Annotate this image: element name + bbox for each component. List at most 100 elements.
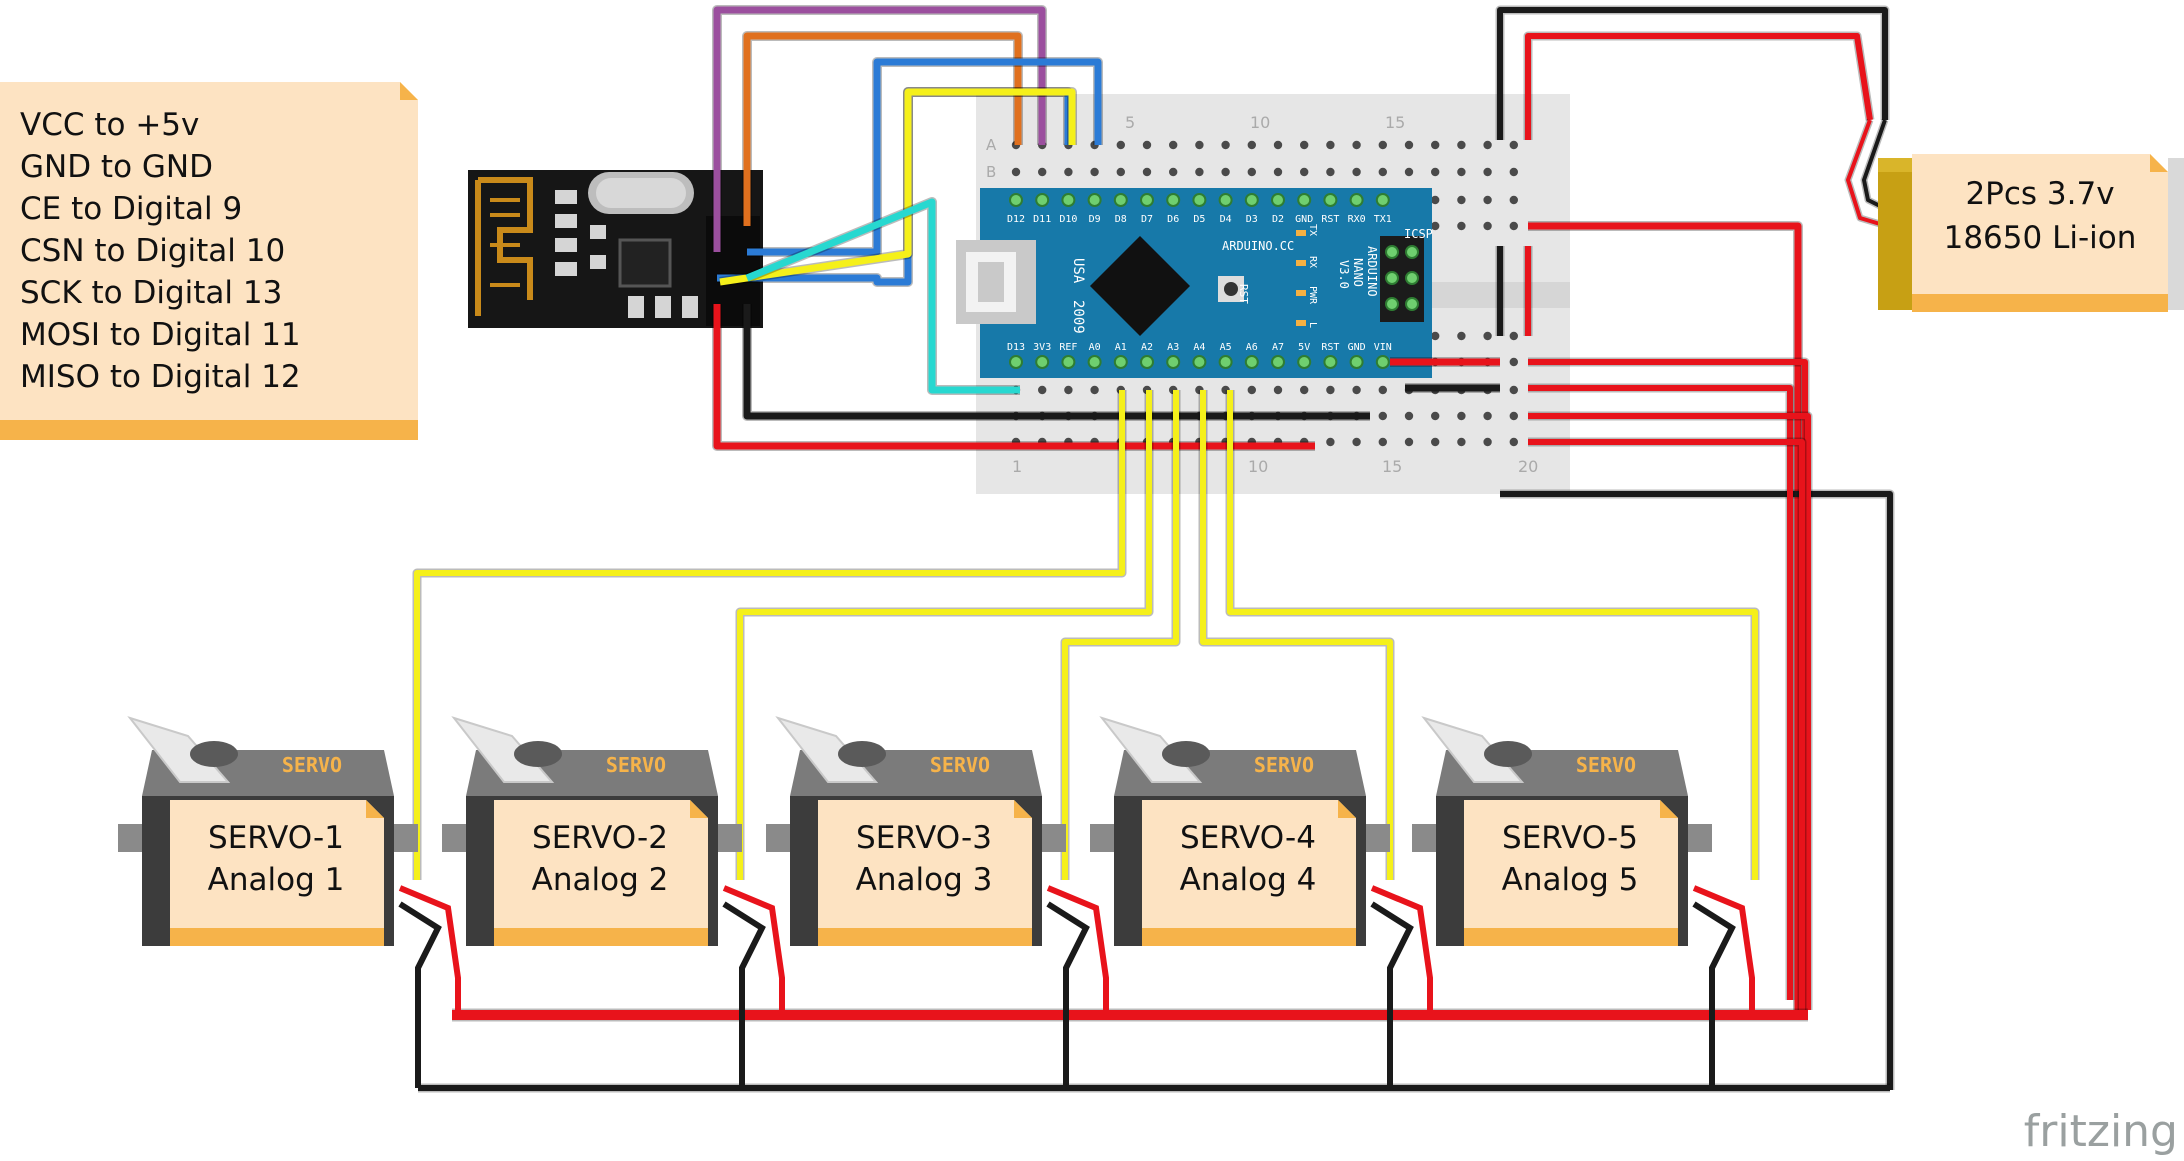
breadboard-col-15: 15 xyxy=(1385,113,1405,132)
breadboard-hole xyxy=(1247,140,1257,150)
nano-icsp: ICSP xyxy=(1404,227,1433,241)
nano-pin-label-bottom: A2 xyxy=(1141,342,1153,353)
icsp-pin xyxy=(1385,271,1399,285)
breadboard-hole xyxy=(1404,140,1414,150)
breadboard-hole xyxy=(1404,411,1414,421)
servo-lead-red xyxy=(1692,885,1755,1015)
breadboard-hole xyxy=(1300,385,1309,395)
breadboard-hole xyxy=(1300,167,1309,177)
servo-name: SERVO-5 xyxy=(1502,820,1638,856)
breadboard-hole xyxy=(1142,140,1152,150)
breadboard-col-20: 20 xyxy=(1518,457,1538,476)
note-line-ce: CE to Digital 9 xyxy=(20,191,242,227)
servo-label-bottom xyxy=(1142,928,1356,946)
breadboard-hole xyxy=(1431,331,1440,341)
note-line-sck: SCK to Digital 13 xyxy=(20,275,282,311)
breadboard-hole xyxy=(1116,140,1126,150)
nano-pin-label-top: D10 xyxy=(1059,214,1077,225)
nano-pin-label-bottom: A4 xyxy=(1193,342,1205,353)
breadboard-hole xyxy=(1352,385,1361,395)
breadboard-col-1: 1 xyxy=(1012,457,1022,476)
breadboard-hole xyxy=(1483,331,1492,341)
servo-name: SERVO-3 xyxy=(856,820,992,856)
servo-label-bg xyxy=(1142,800,1356,946)
nano-pin-top xyxy=(1087,193,1102,207)
servo-label-bg xyxy=(818,800,1032,946)
nano-pin-bottom xyxy=(1061,355,1076,369)
nano-pin-bottom xyxy=(1087,355,1102,369)
wire-red-bus xyxy=(1528,222,1802,1020)
breadboard-col-5: 5 xyxy=(1125,113,1135,132)
breadboard-hole xyxy=(1483,140,1492,150)
servo-horn xyxy=(451,716,555,783)
servo-shaft xyxy=(838,741,886,767)
servo-pin: Analog 4 xyxy=(1180,862,1317,898)
breadboard-hole xyxy=(1431,140,1440,150)
servo-lead-black xyxy=(1692,901,1736,1088)
icsp-pin xyxy=(1405,297,1419,311)
breadboard-col-10b: 10 xyxy=(1248,457,1268,476)
servo-label-bg xyxy=(170,800,384,946)
breadboard-hole xyxy=(1431,167,1440,177)
breadboard-hole xyxy=(1142,167,1152,177)
wire-yellow-servo-3 xyxy=(1062,390,1179,880)
servo-lead-red xyxy=(1046,885,1109,1015)
nano-pin-bottom xyxy=(1297,355,1312,369)
servo-label-fold xyxy=(1660,800,1678,818)
nano-model-1: ARDUINO xyxy=(1365,246,1379,297)
nano-pin-top xyxy=(1244,193,1259,207)
nano-year: 2009 xyxy=(1070,300,1086,334)
servo-pin: Analog 5 xyxy=(1502,862,1639,898)
servo-shaft xyxy=(190,741,238,767)
nano-pin-label-bottom: A6 xyxy=(1246,342,1258,353)
nano-pin-label-bottom: D13 xyxy=(1007,342,1025,353)
nano-pin-bottom xyxy=(1349,355,1364,369)
breadboard-hole xyxy=(1457,411,1466,421)
servo-label-bottom xyxy=(1464,928,1678,946)
breadboard-hole xyxy=(1431,437,1440,447)
nano-pin-label-top: D2 xyxy=(1272,214,1284,225)
breadboard-hole xyxy=(1090,385,1099,395)
breadboard-hole xyxy=(1378,437,1388,447)
nano-pin-top xyxy=(1375,193,1390,207)
nano-pin-bottom xyxy=(1192,355,1207,369)
nano-pin-top xyxy=(1271,193,1285,207)
breadboard-hole xyxy=(1457,167,1466,177)
breadboard-hole xyxy=(1064,385,1073,395)
servo-badge: SERVO xyxy=(1254,753,1314,777)
nano-pin-label-bottom: 5V xyxy=(1298,342,1310,353)
nano-pin-bottom xyxy=(1244,355,1259,369)
wire-red-battery-outline xyxy=(1523,31,1875,140)
nano-pin-top xyxy=(1192,193,1207,207)
servo-horn xyxy=(1099,716,1203,783)
nano-pin-label-top: D9 xyxy=(1089,214,1101,225)
wire-red-battery xyxy=(1525,33,1873,140)
nano-pin-label-top: TX1 xyxy=(1374,214,1392,225)
breadboard-hole xyxy=(1326,140,1335,150)
nano-pin-top xyxy=(1113,193,1128,207)
breadboard-hole xyxy=(1090,167,1099,177)
breadboard-hole xyxy=(1378,385,1388,395)
wire-red-battery-lead xyxy=(1846,119,1881,226)
breadboard-hole xyxy=(1038,385,1047,395)
battery-pack: 2Pcs 3.7v 18650 Li-ion xyxy=(1878,154,2184,312)
nano-rst-label: RST xyxy=(1237,284,1250,304)
nano-pin-label-bottom: A5 xyxy=(1220,342,1232,353)
wire-red-servo-feed-2 xyxy=(1528,385,1793,1000)
note-line-csn: CSN to Digital 10 xyxy=(20,233,285,269)
breadboard-hole xyxy=(1509,411,1519,421)
servo-lead-red xyxy=(722,885,785,1015)
breadboard-hole xyxy=(1457,195,1466,205)
servo-horn xyxy=(127,716,231,783)
nano-pin-bottom xyxy=(1218,355,1233,369)
nano-pin-label-top: D8 xyxy=(1115,214,1127,225)
note-line-vcc: VCC to +5v xyxy=(20,107,199,143)
nano-pin-label-top: GND xyxy=(1295,214,1313,225)
breadboard-row-b: B xyxy=(986,163,996,181)
breadboard-hole xyxy=(1431,221,1440,231)
nano-pin-label-bottom: VIN xyxy=(1374,342,1392,353)
breadboard-hole xyxy=(1509,167,1519,177)
